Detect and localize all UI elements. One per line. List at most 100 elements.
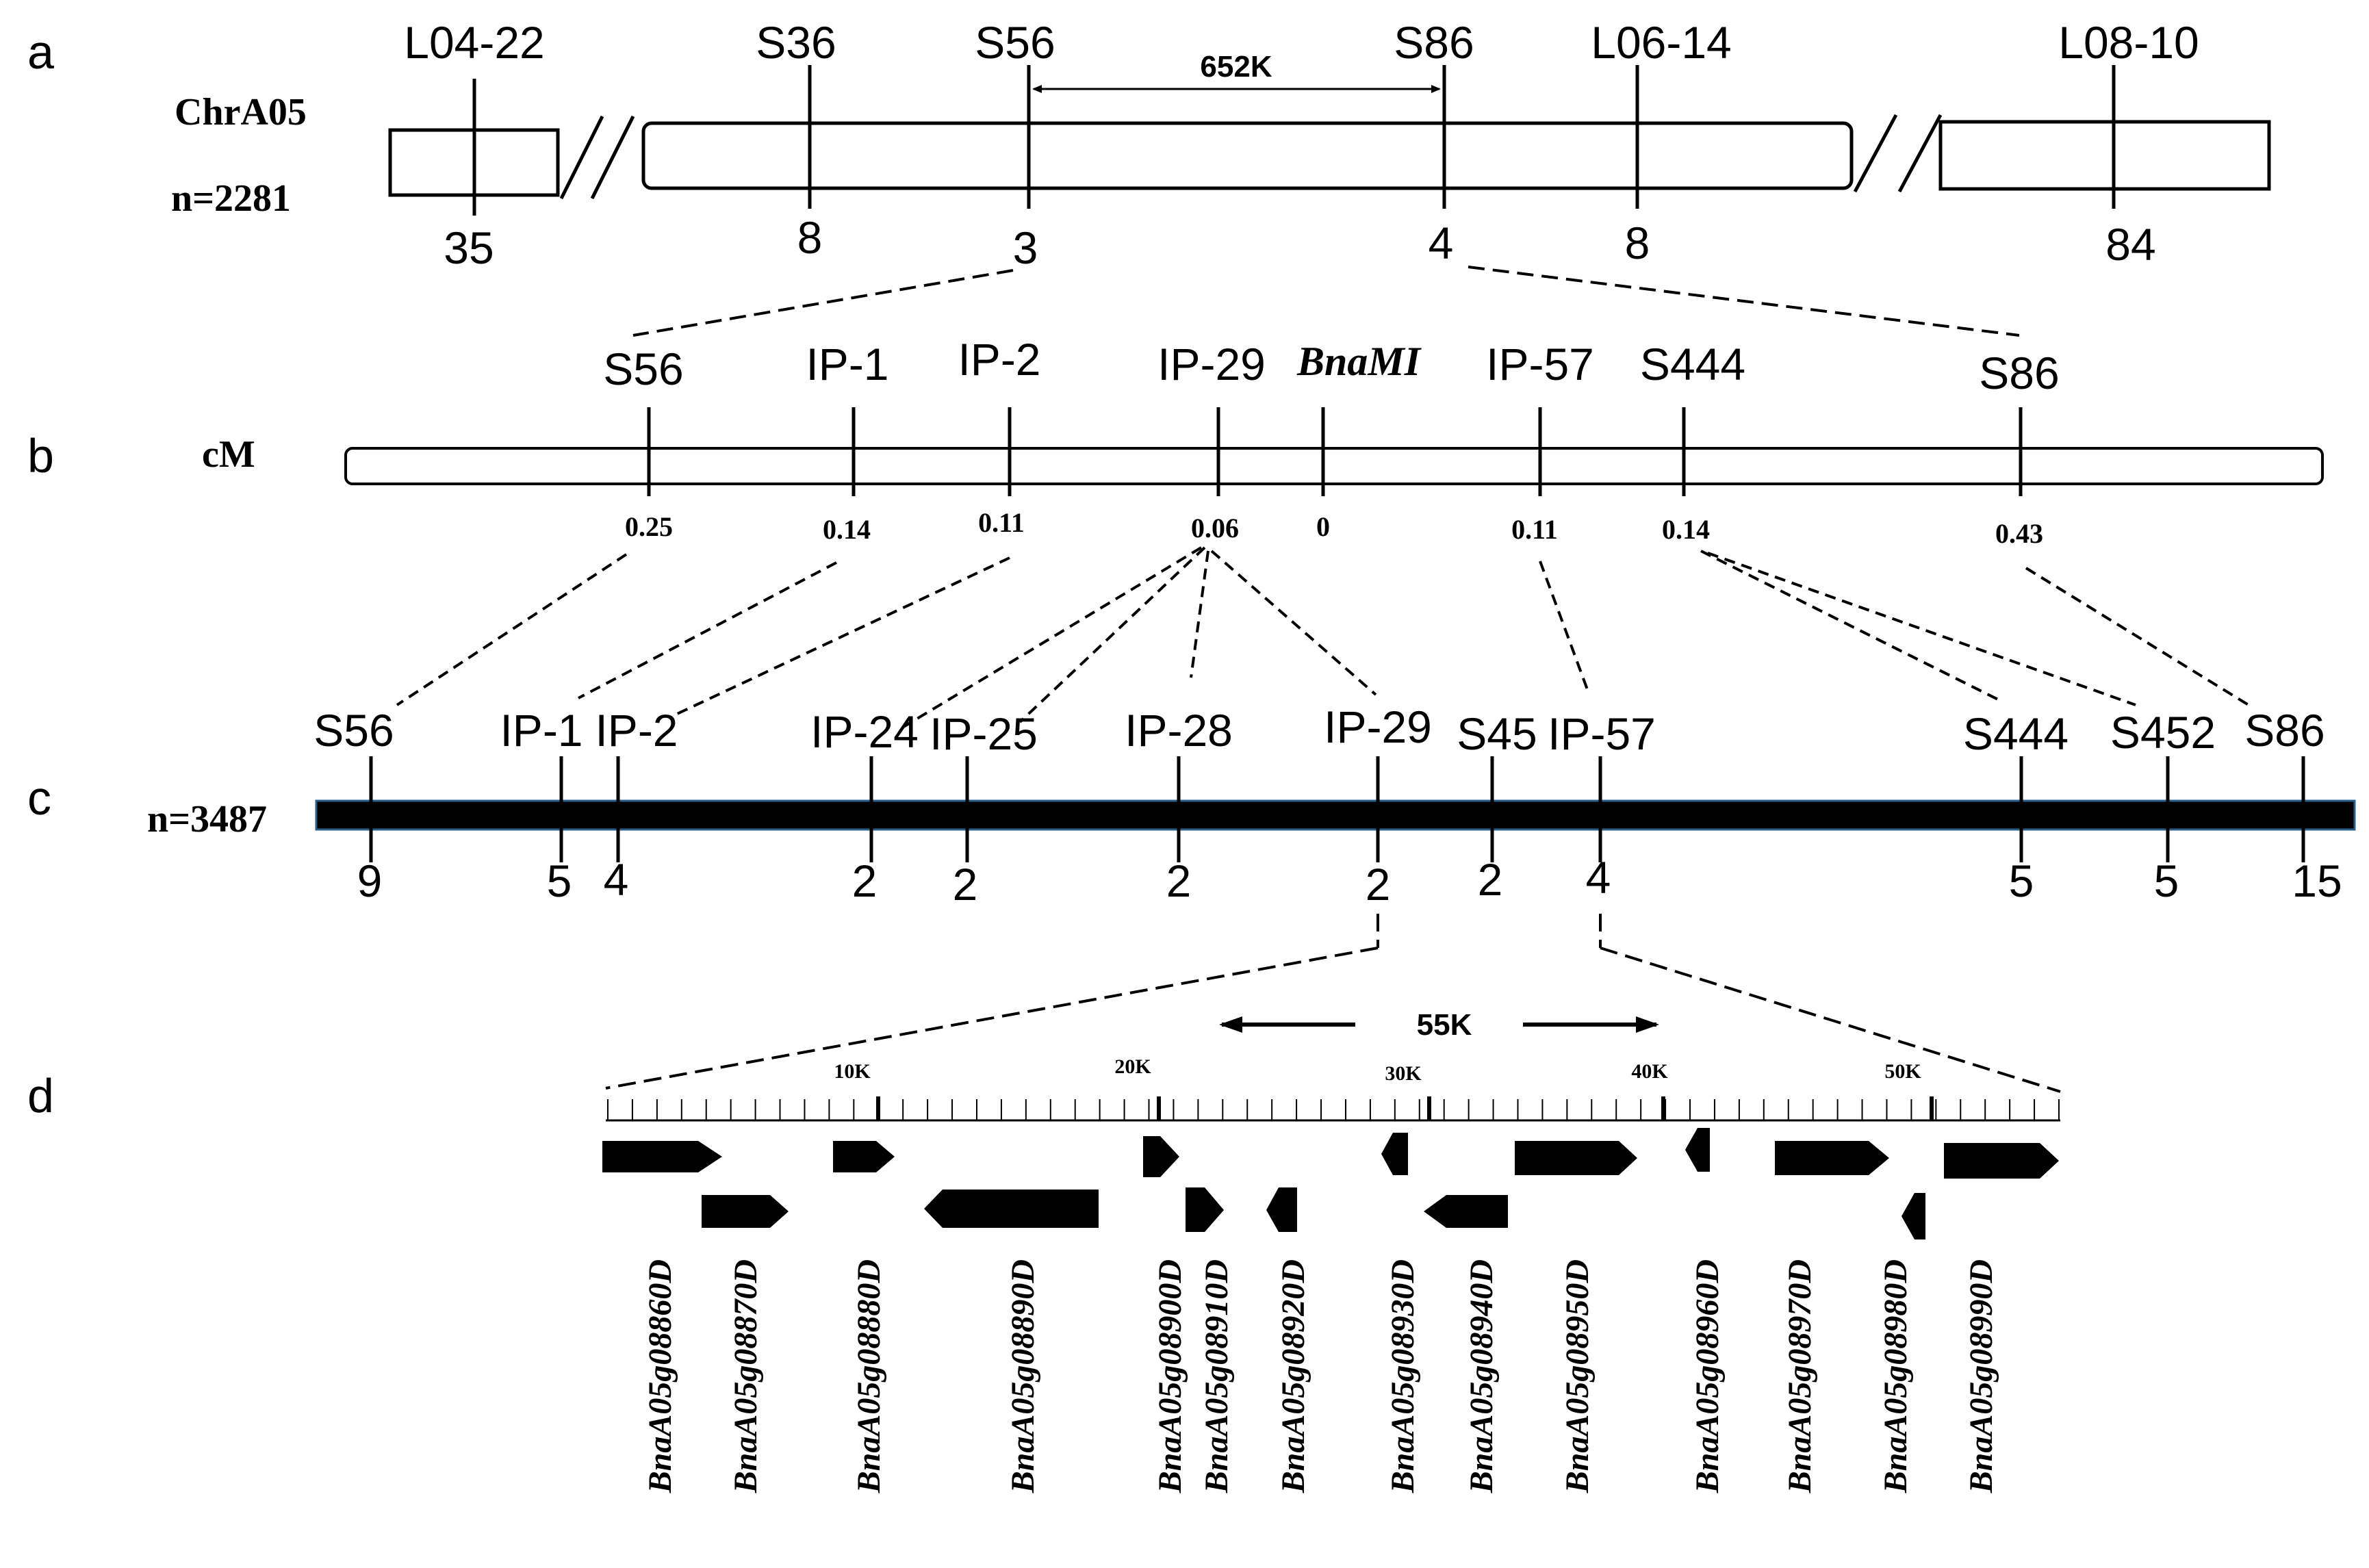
gene-models xyxy=(602,1128,2059,1239)
gene-arrow-10 xyxy=(1515,1141,1637,1175)
marker-label-c-10: S444 xyxy=(1963,708,2069,759)
marker-label-c-2: IP-1 xyxy=(500,705,582,756)
recombinant-count-c-4: 2 xyxy=(852,856,878,906)
marker-label-a-1: L04-22 xyxy=(404,17,545,68)
marker-label-c-7: IP-29 xyxy=(1324,702,1432,752)
recombinant-bar xyxy=(315,799,2356,831)
recombinant-count-c-9: 4 xyxy=(1586,852,1611,903)
gene-label-2: BnaA05g08870D xyxy=(728,1259,764,1493)
gene-arrow-8 xyxy=(1381,1133,1408,1175)
gene-label-5: BnaA05g08900D xyxy=(1152,1259,1188,1493)
genetic-distance-b-7: 0.14 xyxy=(1662,514,1710,545)
marker-label-b-7: S444 xyxy=(1640,339,1745,389)
gene-arrow-1 xyxy=(602,1141,722,1172)
marker-label-c-9: IP-57 xyxy=(1548,708,1656,759)
gene-arrow-9 xyxy=(1424,1195,1508,1228)
recombinant-count-c-2: 5 xyxy=(547,856,572,906)
marker-label-b-3: IP-2 xyxy=(958,334,1040,385)
gene-arrow-11 xyxy=(1685,1128,1710,1172)
recombinant-count-c-10: 5 xyxy=(2009,856,2034,906)
chromosome-segment-right xyxy=(1938,120,2271,191)
recombinant-count-c-12: 15 xyxy=(2292,856,2342,906)
chromosome-label: ChrA05 xyxy=(175,91,307,133)
gene-label-3: BnaA05g08880D xyxy=(851,1259,887,1493)
panel-a-marker-names: L04-22 S36 S56 S86 L06-14 L08-10 xyxy=(404,17,2199,68)
interval-label-652k: 652K xyxy=(1200,50,1272,83)
panel-d: d 55K 10K 20K 30K 40K 50K xyxy=(27,1008,2060,1493)
gene-arrow-6 xyxy=(1186,1187,1224,1232)
panel-a-marker-ticks xyxy=(472,65,2116,216)
recombinant-count-a-1: 35 xyxy=(444,222,494,273)
panel-b-genetic-distances: 0.25 0.14 0.11 0.06 0 0.11 0.14 0.43 xyxy=(625,507,2043,549)
genetic-distance-b-2: 0.14 xyxy=(823,514,871,545)
recombinant-count-c-1: 9 xyxy=(357,856,383,906)
panel-a-letter: a xyxy=(27,25,54,79)
recombinant-count-c-8: 2 xyxy=(1478,854,1503,905)
gene-arrow-14 xyxy=(1944,1143,2059,1179)
panel-b-marker-names: S56 IP-1 IP-2 IP-29 BnaMI IP-57 S444 S86 xyxy=(603,334,2059,398)
gene-label-13: BnaA05g08980D xyxy=(1878,1259,1914,1493)
genetic-distance-b-3: 0.11 xyxy=(978,507,1025,538)
marker-label-c-6: IP-28 xyxy=(1125,705,1233,756)
marker-label-b-4: IP-29 xyxy=(1157,339,1266,389)
gene-label-12: BnaA05g08970D xyxy=(1782,1259,1818,1493)
genetic-distance-b-4: 0.06 xyxy=(1191,513,1239,543)
genetic-distance-b-5: 0 xyxy=(1316,511,1330,542)
marker-label-b-2: IP-1 xyxy=(806,339,888,389)
marker-label-b-1: S56 xyxy=(603,344,683,394)
scale-label-10k: 10K xyxy=(834,1060,871,1083)
marker-label-c-3: IP-2 xyxy=(595,705,678,756)
panel-b: b cM S56 IP-1 IP-2 IP-29 BnaMI IP-57 S44… xyxy=(27,334,2324,549)
physical-scale-labels: 10K 20K 30K 40K 50K xyxy=(834,1055,1921,1085)
gene-arrow-4 xyxy=(924,1190,1099,1228)
recombinant-count-a-3: 3 xyxy=(1013,222,1038,273)
marker-label-b-8: S86 xyxy=(1979,348,2059,398)
panel-c-marker-ticks xyxy=(369,756,2305,862)
marker-label-c-8: S45 xyxy=(1457,708,1537,759)
gene-arrow-3 xyxy=(833,1141,895,1172)
physical-scale-ticks xyxy=(607,1096,2060,1120)
recombinant-count-a-6: 84 xyxy=(2105,219,2155,270)
marker-label-b-6: IP-57 xyxy=(1486,339,1594,389)
panel-a: a ChrA05 n=2281 L04-22 S36 S56 S86 L06 xyxy=(27,17,2271,273)
break-mark-left xyxy=(559,115,635,200)
marker-label-b-5: BnaMI xyxy=(1296,339,1422,384)
genetic-distance-b-1: 0.25 xyxy=(625,511,673,542)
break-mark-right xyxy=(1853,114,1943,193)
recombinant-count-c-11: 5 xyxy=(2154,856,2179,906)
marker-label-c-11: S452 xyxy=(2110,707,2216,758)
gene-label-1: BnaA05g08860D xyxy=(642,1259,678,1493)
gene-arrow-2 xyxy=(702,1195,789,1228)
interval-label-55k: 55K xyxy=(1417,1008,1472,1042)
zoom-lines-a-to-b xyxy=(632,266,2020,337)
scale-label-20k: 20K xyxy=(1114,1055,1151,1078)
genetic-distance-b-6: 0.11 xyxy=(1511,514,1558,545)
zoom-lines-b-to-c xyxy=(396,546,2250,730)
gene-label-7: BnaA05g08920D xyxy=(1275,1259,1311,1493)
zoom-lines-c-to-d xyxy=(605,914,2061,1093)
panel-c-marker-names: S56 IP-1 IP-2 IP-24 IP-25 IP-28 IP-29 S4… xyxy=(313,702,2325,759)
gene-labels: BnaA05g08860D BnaA05g08870D BnaA05g08880… xyxy=(642,1259,1999,1493)
panel-c: c n=3487 S56 IP-1 IP-2 IP-24 IP-25 IP-28… xyxy=(27,702,2356,910)
scale-label-50k: 50K xyxy=(1884,1060,1921,1083)
gene-arrow-12 xyxy=(1775,1141,1889,1175)
gene-arrow-13 xyxy=(1901,1193,1925,1239)
unit-label-cm: cM xyxy=(202,433,255,476)
panel-a-recombinant-counts: 35 8 3 4 8 84 xyxy=(444,212,2155,273)
recombinant-count-c-6: 2 xyxy=(1166,856,1192,906)
panel-c-recombinant-counts: 9 5 4 2 2 2 2 2 4 5 5 15 xyxy=(357,852,2342,910)
gene-label-10: BnaA05g08950D xyxy=(1559,1259,1596,1493)
marker-label-a-3: S56 xyxy=(975,17,1055,68)
chromosome-segment-middle xyxy=(641,121,1854,190)
gene-label-4: BnaA05g08890D xyxy=(1005,1259,1041,1493)
population-size-c: n=3487 xyxy=(147,798,267,840)
recombinant-count-c-3: 4 xyxy=(604,854,629,905)
recombinant-count-a-4: 4 xyxy=(1429,218,1454,268)
panel-b-marker-ticks xyxy=(647,407,2023,496)
marker-label-c-4: IP-24 xyxy=(810,706,919,757)
marker-label-a-2: S36 xyxy=(756,17,836,68)
marker-label-c-12: S86 xyxy=(2244,705,2325,756)
recombinant-count-c-5: 2 xyxy=(953,859,978,910)
marker-label-a-4: S86 xyxy=(1394,17,1474,68)
